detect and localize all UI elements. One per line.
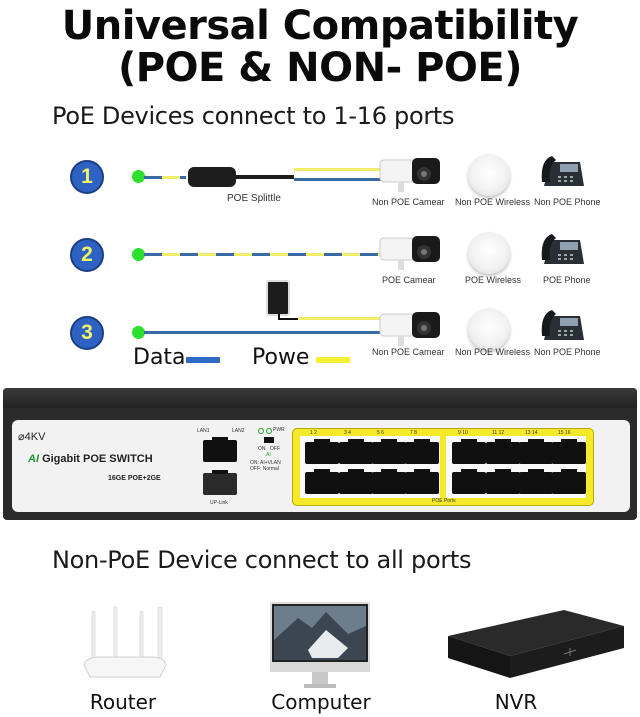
poe-port-16[interactable] [552, 469, 586, 494]
row-3-device-3-label: Non POE Phone [534, 347, 601, 357]
poe-port-15[interactable] [552, 439, 586, 464]
poe-ports-label: POE Ports [432, 498, 456, 504]
port-label-11-12: 11 12 [492, 430, 505, 436]
legend-data-swatch [186, 357, 220, 363]
ai-prefix: AI [28, 453, 39, 465]
port-label-15-16: 15 16 [558, 430, 571, 436]
row-3-endpoint-dot [132, 326, 145, 339]
poe-port-12[interactable] [486, 469, 520, 494]
legend-power-label: Powe [252, 345, 310, 370]
row-3-device-2-label: Non POE Wireless [455, 347, 531, 357]
poe-subtitle: PoE Devices connect to 1-16 ports [52, 102, 455, 130]
poe-port-2[interactable] [305, 469, 339, 494]
lan-port[interactable] [203, 437, 237, 462]
row-1-device-1-label: Non POE Camear [372, 197, 445, 207]
non-poe-ip-phone-icon-2 [541, 310, 584, 340]
row-3-device-1-label: Non POE Camear [372, 347, 445, 357]
row-1-poe-cable [144, 176, 186, 179]
dip-on-label: ON [258, 446, 266, 452]
port-label-13-14: 13 14 [525, 430, 538, 436]
non-poe-camera-icon-2 [379, 312, 440, 346]
row-3-badge: 3 [70, 316, 104, 350]
row-1-endpoint-dot [132, 170, 145, 183]
splitter-cable [236, 175, 294, 179]
poe-wireless-ap-icon [468, 232, 510, 274]
non-poe-camera-icon [379, 158, 440, 192]
lan1-label: LAN1 [197, 428, 210, 434]
switch-spec: 16GE POE+2GE [108, 475, 161, 482]
non-poe-ip-phone-icon [541, 156, 584, 186]
poe-port-9[interactable] [452, 439, 486, 464]
row-3-data-line [144, 331, 384, 334]
non-poe-wireless-ap-icon-2 [468, 308, 510, 350]
legend-data-label: Data [133, 345, 186, 370]
computer-label: Computer [271, 690, 371, 714]
poe-port-7[interactable] [405, 439, 439, 464]
model-text: Gigabit POE SWITCH [42, 453, 153, 465]
poe-port-13[interactable] [519, 439, 553, 464]
mode-off-desc: OFF: Normal [250, 466, 279, 472]
row-1-data-line [294, 178, 384, 181]
splitter-label: POE Splittle [227, 193, 281, 204]
dip-mode-label: AI [266, 452, 271, 458]
poe-port-14[interactable] [519, 469, 553, 494]
port-label-7-8: 7 8 [410, 430, 417, 436]
poe-port-4[interactable] [339, 469, 373, 494]
poe-switch-top [3, 388, 637, 408]
port-label-5-6: 5 6 [377, 430, 384, 436]
row-3-power-line [298, 317, 384, 320]
adapter-cable-h [278, 318, 298, 320]
poe-port-5[interactable] [372, 439, 406, 464]
port-label-9-10: 9 10 [458, 430, 468, 436]
pwr-led [266, 428, 272, 434]
poe-port-3[interactable] [339, 439, 373, 464]
non-poe-heading: Non-PoE Device connect to all ports [52, 546, 472, 574]
led-indicator [258, 428, 264, 434]
row-2-badge: 2 [70, 238, 104, 272]
poe-splitter-icon [188, 167, 236, 187]
uplink-port[interactable] [203, 470, 237, 495]
port-label-3-4: 3 4 [344, 430, 351, 436]
poe-port-10[interactable] [452, 469, 486, 494]
row-2-device-3-label: POE Phone [543, 275, 591, 285]
router-icon [83, 606, 167, 678]
row-1-badge: 1 [70, 160, 104, 194]
row-2-endpoint-dot [132, 248, 145, 261]
router-label: Router [89, 690, 157, 714]
lan2-label: LAN2 [232, 428, 245, 434]
row-2-device-1-label: POE Camear [382, 275, 436, 285]
port-label-1-2: 1 2 [310, 430, 317, 436]
row-1-device-2-label: Non POE Wireless [455, 197, 531, 207]
pwr-label: PWR [273, 427, 285, 433]
uplink-label: UP-Link [210, 500, 228, 506]
dip-off-label: OFF [270, 446, 280, 452]
poe-port-8[interactable] [405, 469, 439, 494]
poe-port-1[interactable] [305, 439, 339, 464]
switch-brand-logo: ⌀4KV [18, 431, 46, 443]
poe-camera-icon [379, 236, 440, 270]
row-1-power-line [294, 168, 384, 171]
poe-port-11[interactable] [486, 439, 520, 464]
computer-icon [270, 602, 370, 688]
mode-on-desc: ON: AI+VLAN [250, 460, 281, 466]
row-1-device-3-label: Non POE Phone [534, 197, 601, 207]
row-2-device-2-label: POE Wireless [465, 275, 522, 285]
nvr-icon [448, 610, 624, 678]
poe-ip-phone-icon [541, 234, 584, 264]
switch-model-name: AI Gigabit POE SWITCH [28, 453, 153, 465]
page-title-line1: Universal Compatibility [61, 3, 579, 49]
non-poe-wireless-ap-icon [468, 154, 510, 196]
row-2-poe-cable [144, 253, 384, 256]
poe-port-6[interactable] [372, 469, 406, 494]
nvr-label: NVR [494, 690, 538, 714]
ai-dip-switch[interactable] [264, 437, 274, 443]
page-title-line2: (POE & NON- POE) [117, 45, 523, 91]
power-adapter-icon [266, 280, 290, 316]
legend-power-swatch [316, 357, 350, 363]
adapter-cable [278, 314, 280, 320]
